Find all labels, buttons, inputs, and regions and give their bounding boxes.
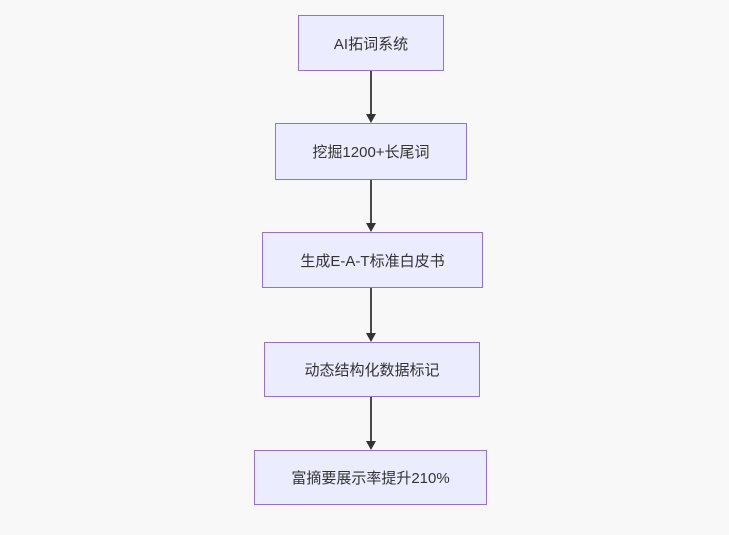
arrow-line <box>370 180 372 225</box>
flow-arrow-b-to-c <box>365 180 377 232</box>
flow-node-ai-keyword-system: AI拓词系统 <box>298 15 444 71</box>
flow-node-longtail-mining: 挖掘1200+长尾词 <box>275 123 467 180</box>
flow-node-label: 动态结构化数据标记 <box>304 362 440 379</box>
flow-arrow-d-to-e <box>365 397 377 450</box>
flow-node-structured-data-markup: 动态结构化数据标记 <box>264 342 480 397</box>
flow-node-label: 富摘要展示率提升210% <box>291 470 450 487</box>
flow-node-rich-snippet-uplift: 富摘要展示率提升210% <box>254 450 487 505</box>
arrow-head-icon <box>366 441 376 450</box>
arrow-line <box>370 397 372 443</box>
arrow-line <box>370 288 372 335</box>
flow-arrow-c-to-d <box>365 288 377 342</box>
flow-node-label: 挖掘1200+长尾词 <box>312 144 430 161</box>
flow-node-eat-whitepaper: 生成E-A-T标准白皮书 <box>262 232 483 288</box>
arrow-line <box>370 71 372 116</box>
arrow-head-icon <box>366 333 376 342</box>
arrow-head-icon <box>366 114 376 123</box>
flow-node-label: 生成E-A-T标准白皮书 <box>300 252 445 270</box>
flow-node-label: AI拓词系统 <box>333 35 409 53</box>
arrow-head-icon <box>366 223 376 232</box>
flow-arrow-a-to-b <box>365 71 377 123</box>
